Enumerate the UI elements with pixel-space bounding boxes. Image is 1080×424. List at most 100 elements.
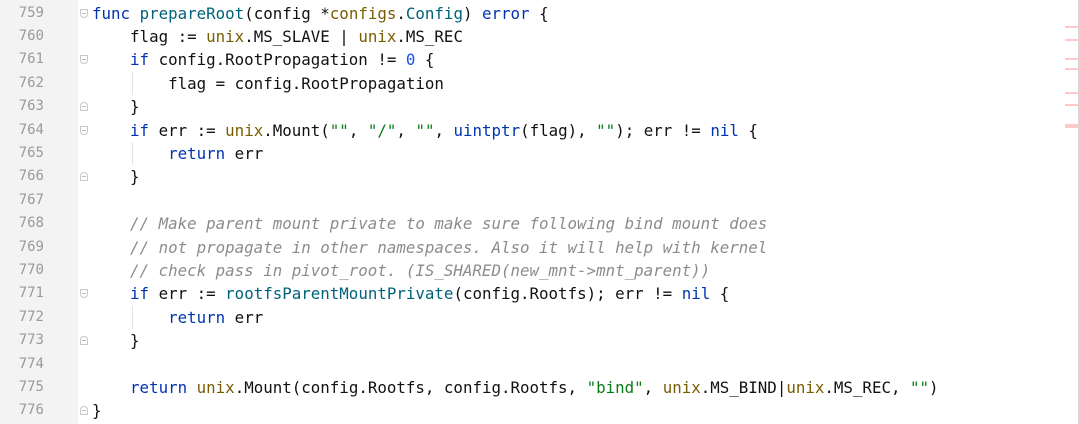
token-plain: err := [149,284,226,304]
token-plain: err [225,143,264,163]
editor-scrollbar-edge[interactable] [1078,0,1080,424]
token-kw: if [130,120,150,140]
token-plain: (flag), [520,120,597,140]
code-text: func prepareRoot(config *configs.Config)… [92,2,549,25]
code-line[interactable]: 767 [0,189,1060,212]
code-text: flag = config.RootPropagation [92,72,444,95]
line-number: 770 [18,261,44,278]
code-line[interactable]: 765 return err [0,141,1060,166]
token-plain [130,4,140,23]
line-number: 765 [18,144,44,161]
line-number: 766 [18,168,44,185]
code-text: // check pass in pivot_root. (IS_SHARED(… [92,259,710,282]
error-stripe-marker[interactable] [1065,104,1078,106]
token-pkg: unix [225,120,264,140]
token-plain: ) [929,377,939,397]
error-stripe-marker[interactable] [1065,58,1078,60]
token-plain: ) [462,3,482,23]
token-kw: uintptr [453,120,521,140]
code-line[interactable]: 762 flag = config.RootPropagation [0,71,1060,96]
code-line[interactable]: 764 if err := unix.Mount("", "/", "", ui… [0,119,1060,142]
token-str: "" [415,120,435,140]
token-str: "/" [367,120,397,140]
token-plain: { [529,3,549,23]
code-line[interactable]: 766 } [0,165,1060,188]
token-plain: .MS_REC [396,26,463,46]
fold-collapse-icon[interactable] [80,55,88,65]
token-str: "" [329,120,349,140]
line-number: 775 [18,378,44,395]
code-text: // Make parent mount private to make sur… [92,212,767,235]
error-stripe-marker[interactable] [1065,124,1078,128]
token-plain: flag := [92,26,207,46]
line-number: 764 [18,121,44,138]
code-line[interactable]: 772 return err [0,305,1060,330]
line-number: 772 [18,308,44,325]
error-stripe-marker[interactable] [1065,92,1078,94]
code-text: } [92,399,102,422]
fold-end-icon[interactable] [80,406,88,416]
token-plain: , [348,120,368,140]
code-text: if err := unix.Mount("", "/", "", uintpt… [92,119,758,142]
token-plain [92,214,130,233]
code-line[interactable]: 761 if config.RootPropagation != 0 { [0,48,1060,71]
code-text: if config.RootPropagation != 0 { [92,48,434,71]
token-plain [187,378,197,397]
token-pkg: unix [358,26,397,46]
fold-end-icon[interactable] [80,102,88,112]
token-plain: flag = config.RootPropagation [92,73,444,93]
error-stripe-marker[interactable] [1065,68,1078,70]
token-plain [92,50,130,69]
token-fn: prepareRoot [139,3,245,23]
code-text: return err [92,306,263,329]
code-line[interactable]: 776} [0,399,1060,422]
token-str: "bind" [586,377,644,397]
line-number: 774 [18,355,44,372]
token-plain: .Mount(config.Rootfs, config.Rootfs, [234,377,587,397]
code-line[interactable]: 768 // Make parent mount private to make… [0,212,1060,235]
code-line[interactable]: 771 if err := rootfsParentMountPrivate(c… [0,282,1060,305]
code-text: return err [92,142,263,165]
token-plain [92,284,130,303]
token-plain [92,308,168,327]
token-type: Config [405,3,463,23]
indent-guide [132,141,133,166]
code-line[interactable]: 773 } [0,329,1060,352]
fold-collapse-icon[interactable] [80,8,88,18]
line-number: 762 [18,74,44,91]
token-plain: { [710,284,730,304]
code-text: } [92,165,140,188]
fold-collapse-icon[interactable] [80,289,88,299]
code-line[interactable]: 769 // not propagate in other namespaces… [0,236,1060,259]
token-plain: } [92,331,140,351]
token-kw: if [130,284,150,304]
token-kw: nil [681,284,711,304]
fold-end-icon[interactable] [80,336,88,346]
code-text: if err := rootfsParentMountPrivate(confi… [92,282,729,305]
code-line[interactable]: 760 flag := unix.MS_SLAVE | unix.MS_REC [0,25,1060,48]
token-plain: .MS_REC, [824,377,910,397]
error-stripe-marker[interactable] [1065,39,1078,41]
token-pkg: unix [786,377,825,397]
fold-end-icon[interactable] [80,172,88,182]
token-kw: return [130,377,188,397]
fold-collapse-icon[interactable] [80,125,88,135]
code-line[interactable]: 763 } [0,95,1060,118]
code-line[interactable]: 770 // check pass in pivot_root. (IS_SHA… [0,259,1060,282]
error-stripe-marker[interactable] [1065,26,1078,28]
line-number: 761 [18,51,44,68]
token-str: "" [596,120,616,140]
token-plain: { [738,120,758,140]
token-plain: .MS_BIND| [700,377,787,397]
token-cmt: // Make parent mount private to make sur… [130,214,768,234]
code-line[interactable]: 774 [0,353,1060,376]
code-text: flag := unix.MS_SLAVE | unix.MS_REC [92,25,463,48]
token-plain: } [92,167,140,187]
token-plain: config.RootPropagation != [149,50,406,70]
line-number: 763 [18,98,44,115]
code-line[interactable]: 775 return unix .Mount(config.Rootfs, con… [0,376,1060,399]
token-pkg: configs [329,3,397,23]
token-cmt: // check pass in pivot_root. (IS_SHARED(… [130,260,711,280]
token-plain [92,378,130,397]
